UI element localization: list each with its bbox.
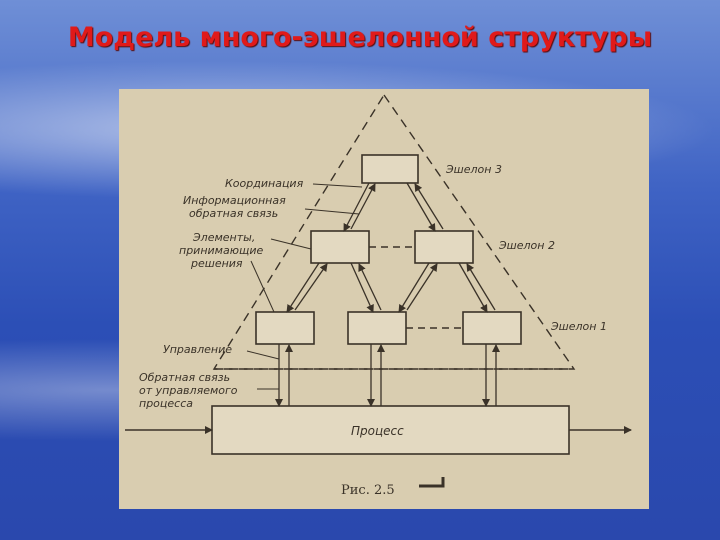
label-feedback-1: Обратная связь <box>139 371 230 384</box>
label-elements-3: решения <box>190 257 243 270</box>
coordination-arrows <box>343 182 444 232</box>
label-process: Процесс <box>351 424 404 438</box>
echelon1-box-1 <box>255 311 315 345</box>
echelon-diagram: Координация Информационная обратная связ… <box>125 93 632 498</box>
echelon2-box-left <box>310 230 370 264</box>
leader-lines <box>246 183 363 390</box>
label-info-feedback-1: Информационная <box>183 194 286 207</box>
coordinator-box <box>361 154 419 184</box>
label-control: Управление <box>163 343 232 356</box>
figure-caption: Рис. 2.5 <box>341 483 395 498</box>
control-arrows <box>275 344 500 407</box>
label-feedback-2: от управляемого <box>139 384 238 397</box>
label-info-feedback-2: обратная связь <box>189 207 278 220</box>
label-echelon-2: Эшелон 2 <box>498 239 555 252</box>
label-elements-2: принимающие <box>179 244 263 257</box>
label-echelon-3: Эшелон 3 <box>445 163 502 176</box>
label-coordination: Координация <box>225 177 304 190</box>
label-feedback-3: процесса <box>139 397 193 410</box>
echelon1-box-2 <box>347 311 407 345</box>
slide-title: Модель много-эшелонной структуры <box>67 22 653 53</box>
page-corner-mark <box>419 477 445 488</box>
echelon2-box-right <box>414 230 474 264</box>
echelon1-box-3 <box>462 311 522 345</box>
label-elements-1: Элементы, <box>192 231 255 244</box>
label-echelon-1: Эшелон 1 <box>550 320 607 333</box>
diagram-figure: Координация Информационная обратная связ… <box>119 89 649 509</box>
decision-arrows <box>286 262 496 313</box>
